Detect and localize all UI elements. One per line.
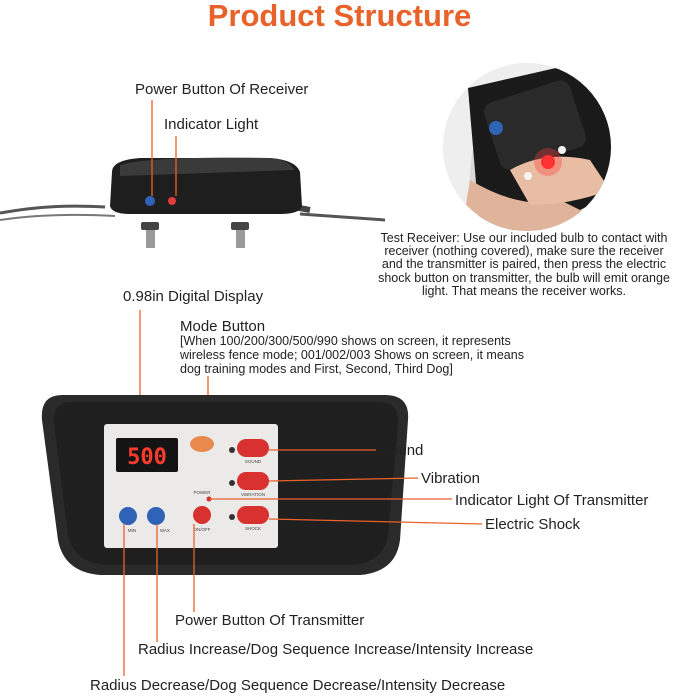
svg-text:VIBRATION: VIBRATION xyxy=(241,492,265,497)
mode-button xyxy=(190,436,214,452)
transmitter-indicator-label: Indicator Light Of Transmitter xyxy=(455,492,649,509)
svg-text:SHOCK: SHOCK xyxy=(245,526,261,531)
electric-shock-button xyxy=(237,506,269,524)
digital-display-label: 0.98in Digital Display xyxy=(123,288,264,305)
sound-button xyxy=(237,439,269,457)
mode-button-note: [When 100/200/300/500/990 shows on scree… xyxy=(180,334,524,376)
receiver-cord-right xyxy=(299,212,386,222)
receiver-power-button xyxy=(145,196,155,206)
svg-text:MIN: MIN xyxy=(128,528,136,533)
min-button xyxy=(119,507,137,525)
transmitter-indicator-light xyxy=(206,496,212,502)
receiver-power-button-label: Power Button Of Receiver xyxy=(135,81,309,98)
svg-text:ON/OFF: ON/OFF xyxy=(194,527,211,532)
svg-text:SOUND: SOUND xyxy=(245,459,262,464)
page-title: Product Structure xyxy=(207,0,472,33)
vibration-label: Vibration xyxy=(421,470,480,487)
digital-display-value: 500 xyxy=(127,445,167,470)
transmitter-power-label: Power Button Of Transmitter xyxy=(175,612,365,629)
receiver-indicator-light-label: Indicator Light xyxy=(164,116,259,133)
transmitter-body: 500 SOUND VIBRATION SHOCK POWER ON/OFF M… xyxy=(41,395,409,575)
increase-label: Radius Increase/Dog Sequence Increase/In… xyxy=(138,641,534,658)
receiver-cord-left xyxy=(0,204,106,215)
test-receiver-photo xyxy=(443,63,611,231)
receiver-indicator-light xyxy=(168,197,176,205)
decrease-label: Radius Decrease/Dog Sequence Decrease/In… xyxy=(90,677,506,694)
digital-display xyxy=(116,438,178,472)
sound-label: Sound xyxy=(380,442,424,459)
svg-text:POWER: POWER xyxy=(193,490,211,495)
max-button xyxy=(147,507,165,525)
svg-text:MAX: MAX xyxy=(160,528,170,533)
electric-shock-label: Electric Shock xyxy=(485,516,581,533)
power-button xyxy=(193,506,211,524)
receiver-probe-right xyxy=(236,226,245,248)
vibration-button xyxy=(237,472,269,490)
mode-button-label: Mode Button xyxy=(180,318,266,335)
receiver-probe-left xyxy=(146,226,155,248)
test-receiver-note: Test Receiver: Use our included bulb to … xyxy=(378,231,670,298)
receiver-body xyxy=(110,157,302,248)
